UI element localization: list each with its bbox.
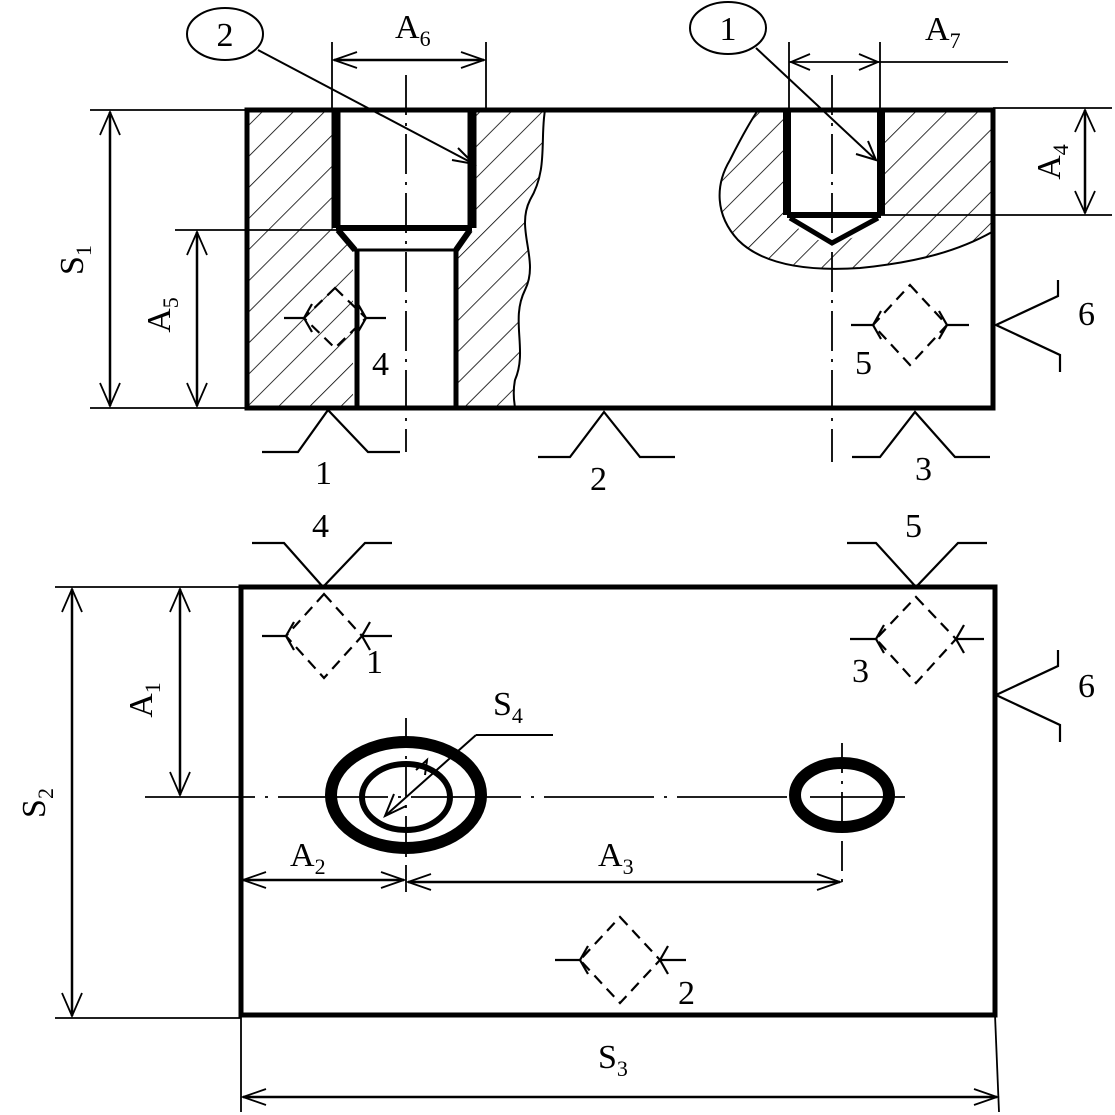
dimension-A3 bbox=[405, 873, 843, 891]
clamp-label-3-top: 3 bbox=[852, 653, 869, 690]
dimension-A4 bbox=[881, 107, 1112, 216]
side-support-symbol-6-top bbox=[993, 650, 1062, 742]
dim-A2-label: A2 bbox=[290, 837, 326, 879]
clamp-label-2-top: 2 bbox=[678, 975, 695, 1012]
clamp-label-1-top: 1 bbox=[366, 644, 383, 681]
top-support-symbol-5 bbox=[847, 541, 987, 589]
dim-S3-label: S3 bbox=[598, 1039, 628, 1081]
threaded-hole-circle bbox=[789, 757, 895, 833]
left-break-line bbox=[512, 109, 546, 409]
dim-A1-label: A1 bbox=[123, 682, 165, 718]
support-symbol-2 bbox=[538, 410, 675, 459]
top-label-4: 4 bbox=[312, 508, 329, 545]
dimension-S3 bbox=[240, 1014, 1000, 1113]
clamp-symbol-1-top bbox=[262, 592, 392, 680]
right-section-hatch bbox=[719, 110, 992, 269]
support-label-2: 2 bbox=[590, 461, 607, 498]
blind-hole-1 bbox=[783, 110, 885, 246]
dimension-A2 bbox=[240, 871, 407, 889]
side-support-symbol-6 bbox=[993, 280, 1062, 372]
dimension-A6 bbox=[331, 42, 487, 110]
counterbore-hole-2 bbox=[331, 110, 477, 408]
callout-2-label: 2 bbox=[217, 17, 234, 54]
right-break-line bbox=[718, 109, 993, 270]
support-label-1: 1 bbox=[315, 455, 332, 492]
clamp-symbol-4 bbox=[284, 286, 386, 350]
dim-A6-label: A6 bbox=[395, 9, 431, 51]
side-label-6-front: 6 bbox=[1078, 296, 1095, 333]
clamp-symbol-5 bbox=[851, 283, 969, 367]
support-label-3: 3 bbox=[915, 451, 932, 488]
counterbore-outer-circle bbox=[325, 736, 487, 854]
front-view: S1 A5 A6 A7 bbox=[54, 1, 1112, 498]
clamp-label-5: 5 bbox=[855, 345, 872, 382]
clamp-symbol-3-top bbox=[850, 595, 984, 685]
dim-A3-label: A3 bbox=[598, 837, 634, 879]
callout-2-bubble bbox=[186, 7, 264, 61]
counterbore-inner-circle bbox=[359, 761, 453, 833]
callout-1-leader bbox=[755, 47, 877, 161]
callout-1-bubble bbox=[689, 1, 767, 55]
dim-S4-label: S4 bbox=[493, 686, 523, 728]
dimension-S4 bbox=[383, 734, 553, 819]
dim-A5-label: A5 bbox=[141, 297, 183, 333]
dim-S2-label: S2 bbox=[16, 788, 58, 818]
dimension-A1 bbox=[169, 586, 191, 798]
dimension-S2 bbox=[55, 586, 241, 1019]
clamp-label-4: 4 bbox=[372, 346, 389, 383]
side-label-6-top: 6 bbox=[1078, 668, 1095, 705]
callout-2-leader bbox=[257, 49, 475, 165]
top-view: S4 S2 A1 A2 bbox=[16, 508, 1095, 1113]
support-symbol-3 bbox=[852, 410, 990, 459]
dim-A7-label: A7 bbox=[925, 11, 961, 53]
workpiece-front-outline bbox=[244, 107, 996, 411]
support-symbol-1 bbox=[262, 408, 400, 454]
workpiece-top-outline bbox=[238, 584, 998, 1018]
clamp-symbol-2-top bbox=[555, 915, 686, 1005]
dimension-A7 bbox=[788, 42, 1008, 110]
dim-A4-label: A4 bbox=[1031, 144, 1073, 180]
callout-1-label: 1 bbox=[720, 11, 737, 48]
top-label-5: 5 bbox=[905, 508, 922, 545]
dim-S1-label: S1 bbox=[54, 245, 96, 275]
top-support-symbol-4 bbox=[252, 541, 392, 589]
dimension-A5 bbox=[175, 229, 336, 409]
dimension-S1 bbox=[90, 109, 247, 409]
left-section-hatch bbox=[247, 110, 545, 408]
